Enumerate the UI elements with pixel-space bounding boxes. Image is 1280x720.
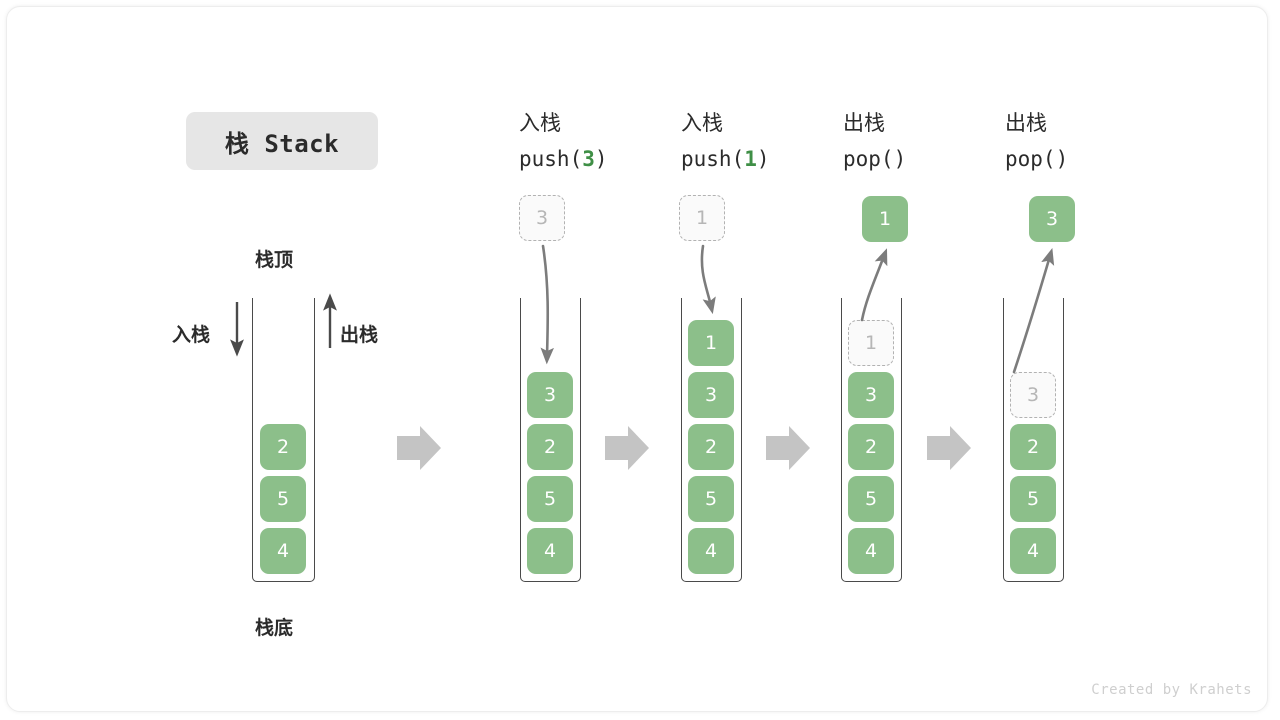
stack-cell: 3 — [527, 372, 573, 418]
column-header-pop-1: 出栈 pop() — [843, 105, 906, 177]
column-header-pop-3: 出栈 pop() — [1005, 105, 1068, 177]
stack-cell: 5 — [260, 476, 306, 522]
stack-container-push-3 — [520, 298, 581, 582]
column-header-push-1: 入栈 push(1) — [681, 105, 770, 177]
vacated-ghost-cell: 1 — [848, 320, 894, 366]
stack-cell: 5 — [527, 476, 573, 522]
title-badge: 栈 Stack — [186, 112, 378, 170]
footer-credit: Created by Krahets — [1091, 682, 1252, 698]
column-header-code: pop() — [1005, 141, 1068, 177]
stack-cell: 4 — [527, 528, 573, 574]
popped-value-cell: 3 — [1029, 196, 1075, 242]
column-header-cn: 入栈 — [681, 111, 723, 135]
column-header-code: pop() — [843, 141, 906, 177]
stack-bottom-label: 栈底 — [255, 617, 294, 639]
stack-cell: 2 — [527, 424, 573, 470]
push-label: 入栈 — [172, 324, 211, 346]
stack-container-initial — [252, 298, 315, 582]
incoming-ghost-cell: 1 — [679, 195, 725, 241]
stack-cell: 3 — [688, 372, 734, 418]
stack-cell: 2 — [260, 424, 306, 470]
incoming-ghost-cell: 3 — [519, 195, 565, 241]
stack-cell: 1 — [688, 320, 734, 366]
stack-cell: 4 — [1010, 528, 1056, 574]
stack-container-pop-1 — [841, 298, 902, 582]
stack-cell: 5 — [848, 476, 894, 522]
vacated-ghost-cell: 3 — [1010, 372, 1056, 418]
popped-value-cell: 1 — [862, 196, 908, 242]
column-header-code: push(3) — [519, 141, 608, 177]
code-pre: push( — [519, 147, 583, 171]
stack-container-push-1 — [681, 298, 742, 582]
stack-cell: 2 — [688, 424, 734, 470]
code-post: ) — [1055, 147, 1069, 171]
stack-cell: 2 — [848, 424, 894, 470]
column-header-cn: 出栈 — [843, 111, 885, 135]
stack-cell: 4 — [260, 528, 306, 574]
code-pre: pop( — [843, 147, 894, 171]
column-header-cn: 入栈 — [519, 111, 561, 135]
code-post: ) — [756, 147, 770, 171]
stack-cell: 5 — [688, 476, 734, 522]
stack-cell: 4 — [848, 528, 894, 574]
stack-cell: 4 — [688, 528, 734, 574]
code-post: ) — [893, 147, 907, 171]
stack-cell: 5 — [1010, 476, 1056, 522]
column-header-cn: 出栈 — [1005, 111, 1047, 135]
column-header-push-3: 入栈 push(3) — [519, 105, 608, 177]
code-post: ) — [594, 147, 608, 171]
stack-container-pop-3 — [1003, 298, 1064, 582]
code-pre: pop( — [1005, 147, 1056, 171]
code-arg: 3 — [582, 147, 595, 171]
code-pre: push( — [681, 147, 745, 171]
column-header-code: push(1) — [681, 141, 770, 177]
code-arg: 1 — [744, 147, 757, 171]
stack-cell: 2 — [1010, 424, 1056, 470]
pop-label: 出栈 — [340, 324, 379, 346]
stack-cell: 3 — [848, 372, 894, 418]
stack-top-label: 栈顶 — [255, 249, 294, 271]
